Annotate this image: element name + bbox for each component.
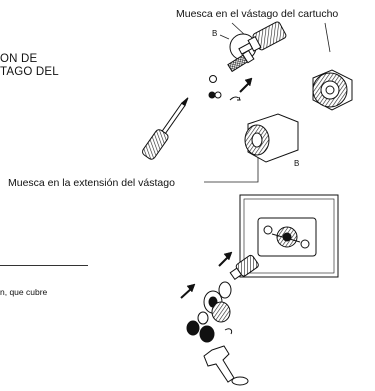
- label-b-lower: B: [294, 159, 300, 168]
- wrench: [203, 345, 249, 386]
- callout-extension-notch: Muesca en la extensión del vástago: [8, 177, 175, 189]
- section-heading-line-2: TAGO DEL: [0, 66, 59, 78]
- arrow-icons-lower: [180, 251, 233, 299]
- screwdriver: [142, 97, 189, 160]
- label-b-upper: B: [212, 29, 218, 38]
- section-rule: [0, 265, 88, 266]
- spline-gear: [312, 69, 353, 111]
- section-heading-line-1: ON DE: [0, 53, 38, 65]
- cartridge-assembly: [208, 21, 287, 101]
- leader-lines: [204, 22, 331, 183]
- callout-cartridge-notch: Muesca en el vástago del cartucho: [176, 8, 339, 20]
- stem-extension: [244, 113, 299, 163]
- arrow-icons-top: [239, 77, 253, 93]
- lower-parts: [186, 254, 259, 343]
- body-text-fragment: n, que cubre: [0, 287, 48, 297]
